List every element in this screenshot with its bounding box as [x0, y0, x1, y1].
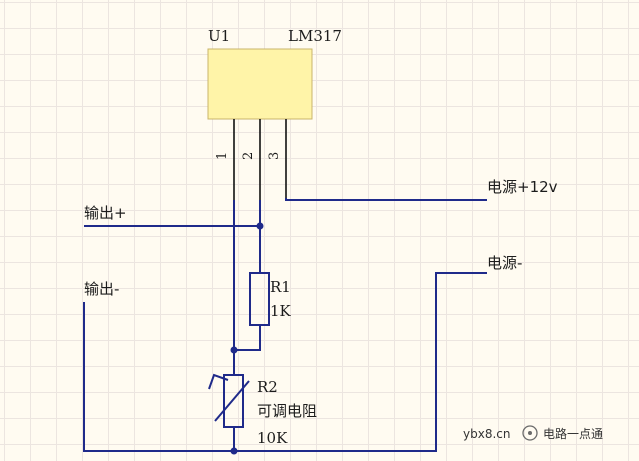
regulator-body: [207, 48, 313, 120]
r1-value: 1K: [270, 302, 292, 320]
r1-body: [249, 272, 270, 326]
label-power-plus: 电源+12v: [487, 178, 558, 196]
r2-ref: R2: [257, 378, 278, 396]
junction-adjust: [230, 346, 238, 354]
regulator-part: LM317: [288, 27, 342, 45]
label-output-plus: 输出+: [84, 204, 127, 222]
wire-r1-to-node: [234, 325, 261, 351]
wire-output-minus: [83, 272, 487, 452]
watermark-logo-dot: [528, 431, 532, 435]
watermark-brand: 电路一点通: [543, 426, 603, 441]
pin-number-2: 2: [241, 152, 256, 160]
junction-ground: [230, 447, 238, 455]
r1-ref: R1: [270, 278, 291, 296]
r2-value: 10K: [257, 429, 288, 447]
pin-number-3: 3: [267, 152, 282, 160]
r2-body: [223, 374, 244, 428]
label-output-minus: 输出-: [84, 280, 119, 298]
watermark-site: ybx8.cn: [463, 427, 510, 441]
watermark-logo-icon: [522, 425, 538, 441]
junction-output: [256, 222, 264, 230]
r2-type: 可调电阻: [257, 402, 317, 420]
pin-number-1: 1: [215, 152, 230, 160]
r2-arrow-head: [208, 373, 229, 390]
wire-power-plus: [285, 198, 487, 201]
r2-arrow-shaft: [214, 380, 250, 422]
regulator-ref: U1: [208, 27, 230, 45]
label-power-minus: 电源-: [487, 254, 522, 272]
